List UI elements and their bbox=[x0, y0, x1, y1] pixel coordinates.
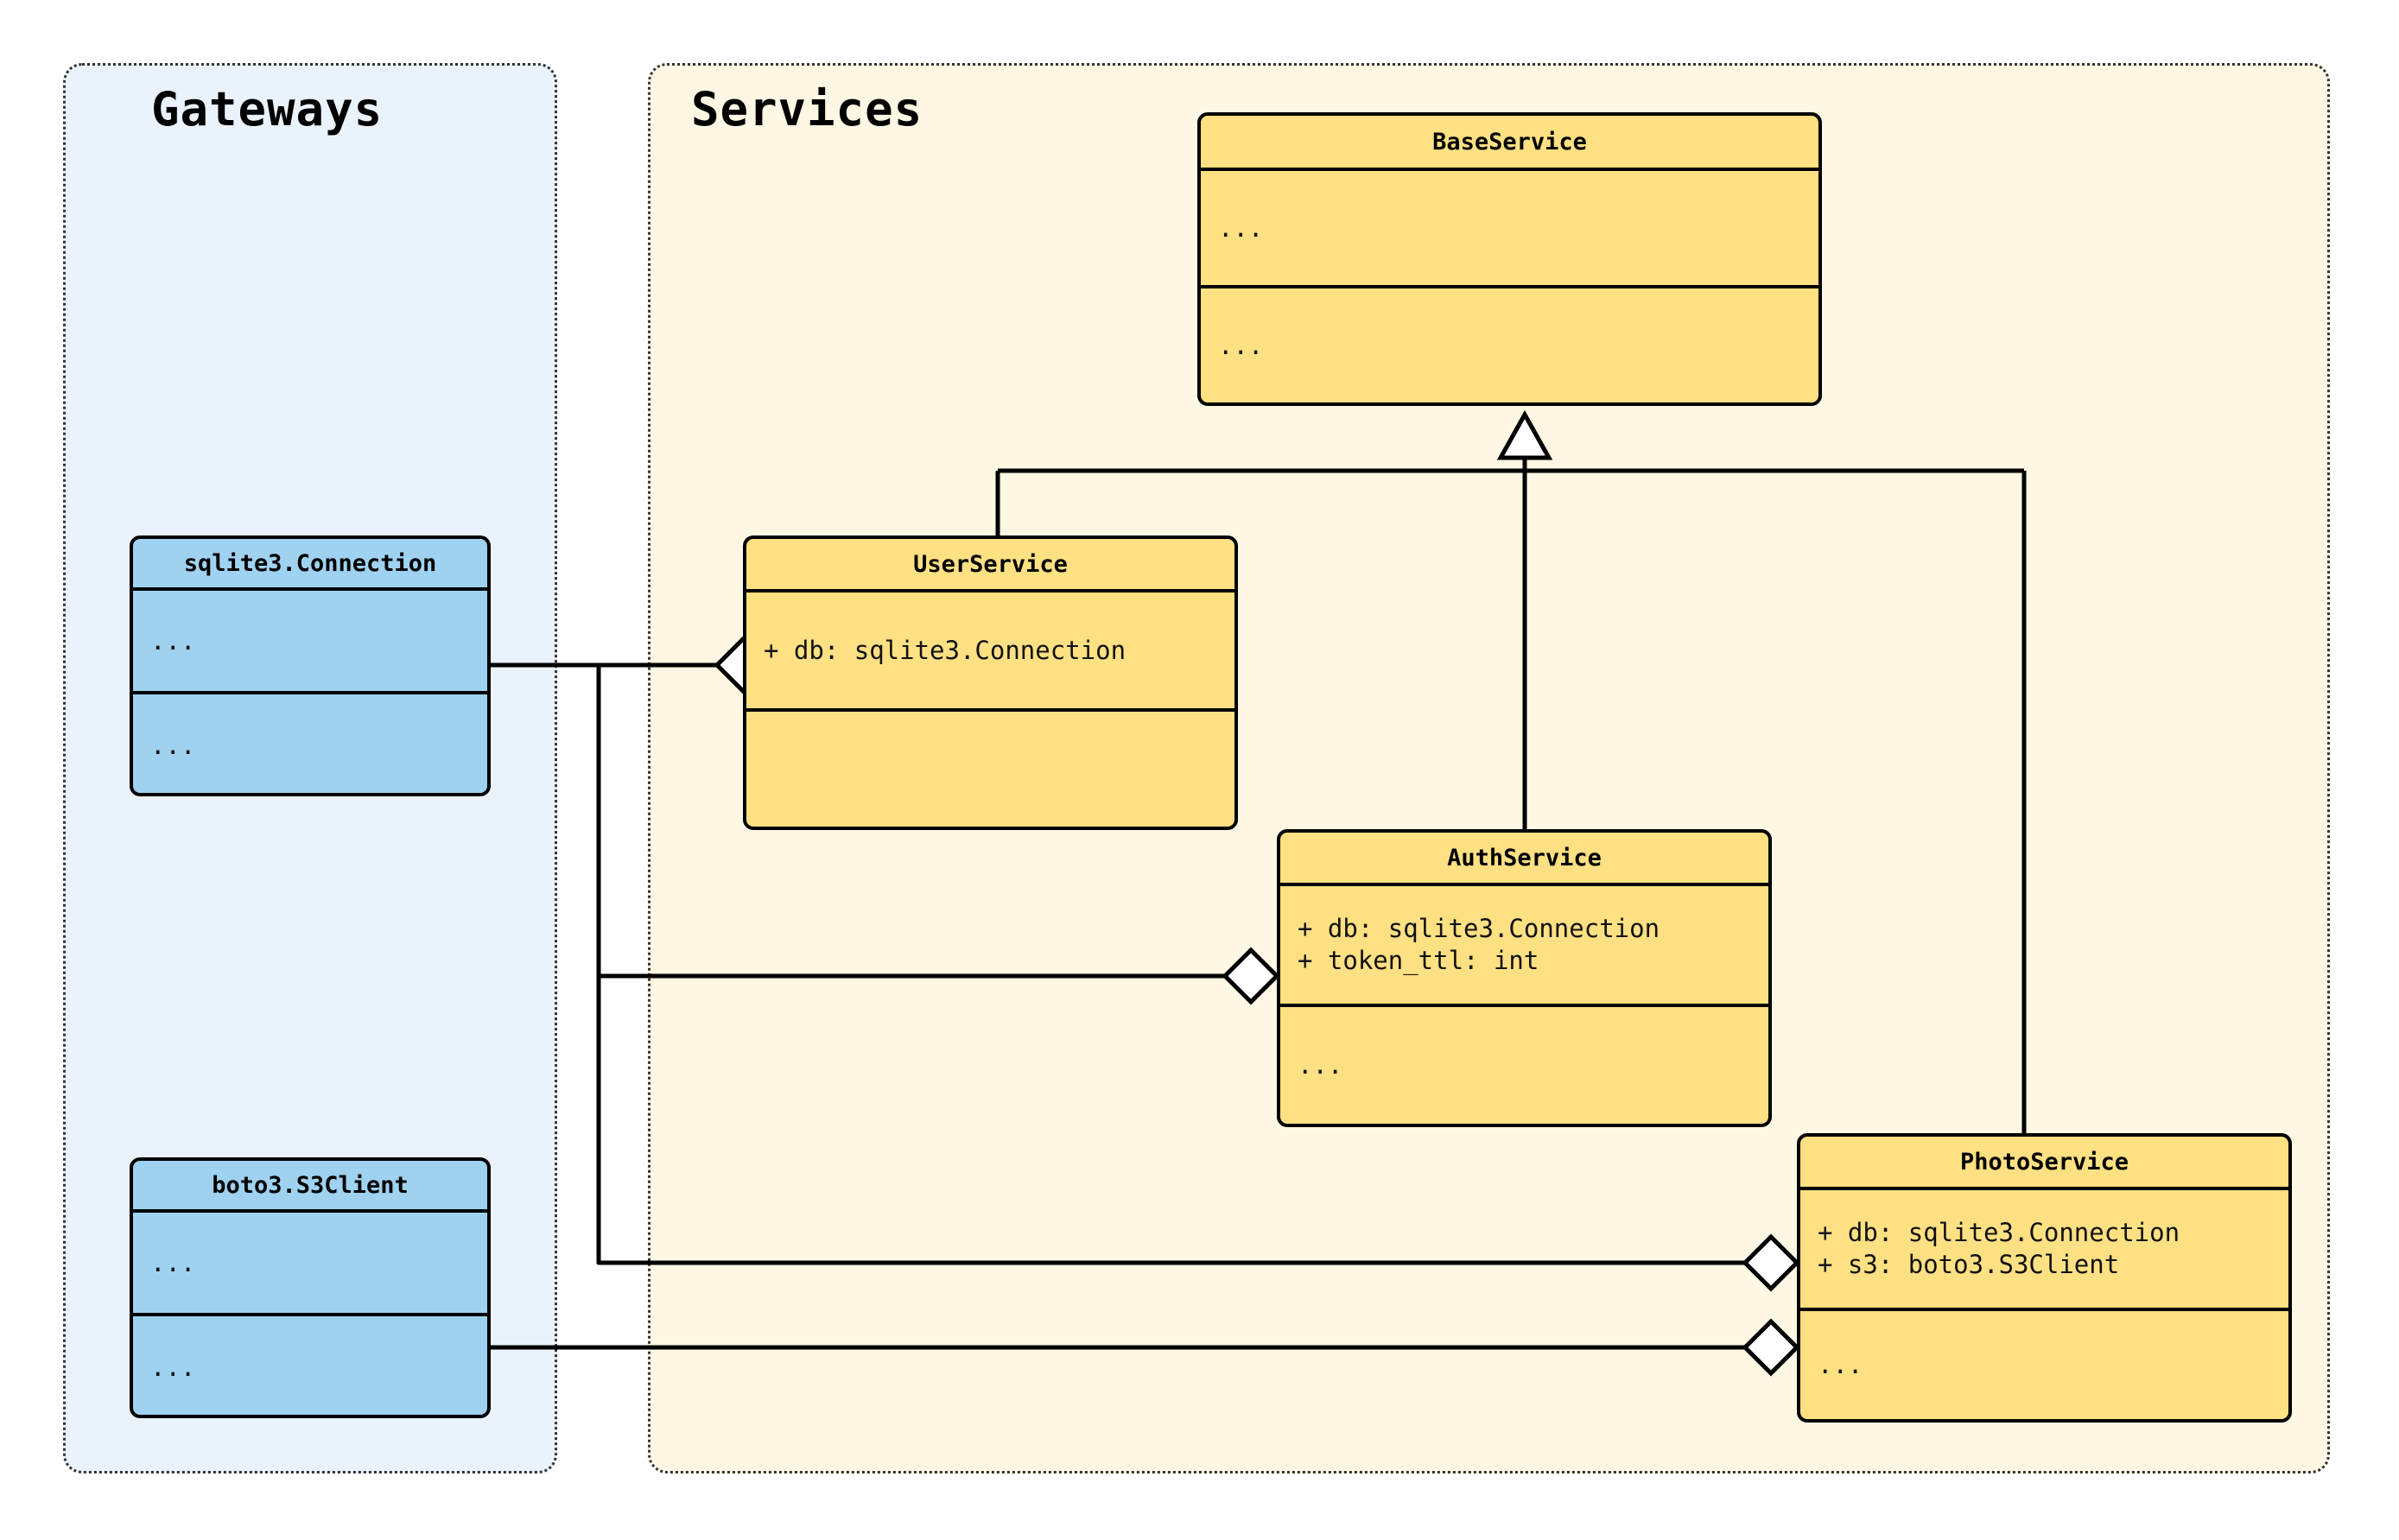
class-methods-userservice bbox=[746, 712, 1234, 827]
class-attributes-boto3-s3client: ... bbox=[133, 1213, 487, 1316]
class-name-sqlite3-connection: sqlite3.Connection bbox=[133, 539, 487, 591]
class-box-userservice[interactable]: UserService + db: sqlite3.Connection bbox=[743, 536, 1238, 830]
class-attributes-baseservice: ... bbox=[1201, 171, 1818, 288]
class-box-photoservice[interactable]: PhotoService + db: sqlite3.Connection + … bbox=[1797, 1133, 2292, 1423]
package-gateways-title: Gateways bbox=[151, 82, 384, 136]
class-methods-boto3-s3client: ... bbox=[150, 1352, 196, 1382]
class-methods-sqlite3-connection: ... bbox=[150, 730, 196, 760]
package-services-title: Services bbox=[691, 82, 923, 136]
class-methods-baseservice: ... bbox=[1218, 330, 1264, 360]
class-name-authservice: AuthService bbox=[1280, 833, 1768, 886]
class-box-baseservice[interactable]: BaseService ... ... bbox=[1197, 112, 1822, 406]
class-attributes-userservice: + db: sqlite3.Connection bbox=[746, 593, 1234, 712]
class-box-boto3-s3client[interactable]: boto3.S3Client ... ... bbox=[130, 1157, 491, 1418]
class-box-sqlite3-connection[interactable]: sqlite3.Connection ... ... bbox=[130, 536, 491, 796]
class-methods-photoservice: ... bbox=[1818, 1350, 1863, 1379]
class-methods-authservice: ... bbox=[1298, 1050, 1343, 1080]
class-attributes-authservice: + db: sqlite3.Connection + token_ttl: in… bbox=[1280, 886, 1768, 1007]
class-name-boto3-s3client: boto3.S3Client bbox=[133, 1161, 487, 1213]
class-attributes-sqlite3-connection: ... bbox=[133, 591, 487, 694]
class-name-userservice: UserService bbox=[746, 539, 1234, 593]
class-name-photoservice: PhotoService bbox=[1800, 1137, 2288, 1190]
class-attributes-photoservice: + db: sqlite3.Connection + s3: boto3.S3C… bbox=[1800, 1190, 2288, 1311]
class-box-authservice[interactable]: AuthService + db: sqlite3.Connection + t… bbox=[1277, 829, 1772, 1127]
class-name-baseservice: BaseService bbox=[1201, 116, 1818, 171]
